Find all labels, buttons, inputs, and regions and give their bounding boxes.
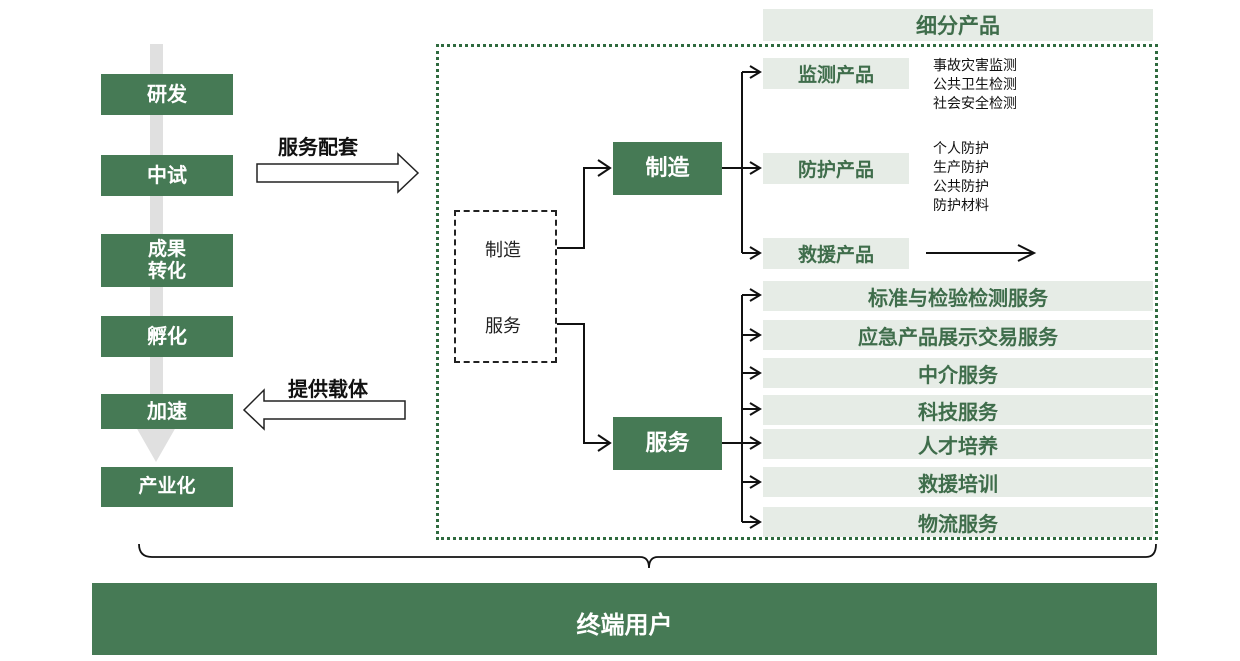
product-monitoring: 监测产品	[763, 58, 909, 89]
hollow-arrow-right	[256, 152, 420, 194]
hollow-arrow-left	[242, 388, 406, 431]
service-intermediary: 中介服务	[763, 358, 1153, 388]
detail-item: 事故灾害监测	[933, 58, 1017, 74]
detail-item: 生产防护	[933, 160, 989, 176]
arrowhead	[749, 366, 762, 380]
dashed-box	[454, 210, 557, 363]
stage-chengguo-line1: 成果	[147, 237, 186, 260]
connector-to-service	[557, 323, 610, 444]
service-box: 服务	[613, 417, 722, 470]
arrowhead	[1017, 244, 1037, 262]
arrowhead	[749, 288, 762, 302]
arrowhead	[597, 434, 612, 452]
product-protection: 防护产品	[763, 153, 909, 184]
segment-region	[436, 44, 1158, 540]
service-rescue-training: 救援培训	[763, 467, 1153, 497]
arrowhead	[749, 65, 762, 79]
detail-item: 防护材料	[933, 198, 989, 214]
arrowhead	[749, 328, 762, 342]
stage-fuhua: 孵化	[101, 316, 233, 357]
stage-chengguo-zhuanhua: 成果 转化	[101, 234, 233, 287]
detail-item: 个人防护	[933, 141, 989, 157]
arrowhead	[749, 402, 762, 416]
stage-chengguo-line2: 转化	[147, 259, 186, 282]
dashed-label-manufacture: 制造	[485, 240, 521, 261]
progress-arrow-head	[132, 420, 180, 462]
arrowhead	[749, 246, 762, 260]
service-support-label: 服务配套	[278, 135, 358, 159]
segment-header: 细分产品	[763, 9, 1153, 41]
detail-item: 公共防护	[933, 179, 989, 195]
stage-zhongshi: 中试	[101, 155, 233, 196]
stage-jiasu: 加速	[101, 394, 233, 429]
provide-carrier-label: 提供载体	[288, 377, 368, 401]
detail-item: 公共卫生检测	[933, 77, 1017, 93]
dashed-label-service: 服务	[485, 316, 521, 337]
stage-chanyehua: 产业化	[101, 467, 233, 507]
service-technology: 科技服务	[763, 395, 1153, 425]
service-talent: 人才培养	[763, 429, 1153, 459]
manufacture-box: 制造	[613, 142, 722, 195]
protection-details: 个人防护 生产防护 公共防护 防护材料	[933, 140, 989, 216]
arrowhead	[597, 159, 612, 177]
end-users-bar: 终端用户	[92, 583, 1157, 655]
service-standard-testing: 标准与检验检测服务	[763, 281, 1153, 311]
service-logistics: 物流服务	[763, 507, 1153, 537]
service-exhibition-trade: 应急产品展示交易服务	[763, 320, 1153, 350]
summary-brace	[138, 543, 1157, 569]
arrowhead	[749, 515, 762, 529]
monitoring-details: 事故灾害监测 公共卫生检测 社会安全检测	[933, 57, 1017, 114]
arrowhead	[749, 161, 762, 175]
stage-yanfa: 研发	[101, 74, 233, 115]
arrowhead	[749, 436, 762, 450]
detail-item: 社会安全检测	[933, 96, 1017, 112]
product-rescue: 救援产品	[763, 238, 909, 269]
arrowhead	[749, 475, 762, 489]
connector-to-manufacture	[557, 167, 610, 249]
